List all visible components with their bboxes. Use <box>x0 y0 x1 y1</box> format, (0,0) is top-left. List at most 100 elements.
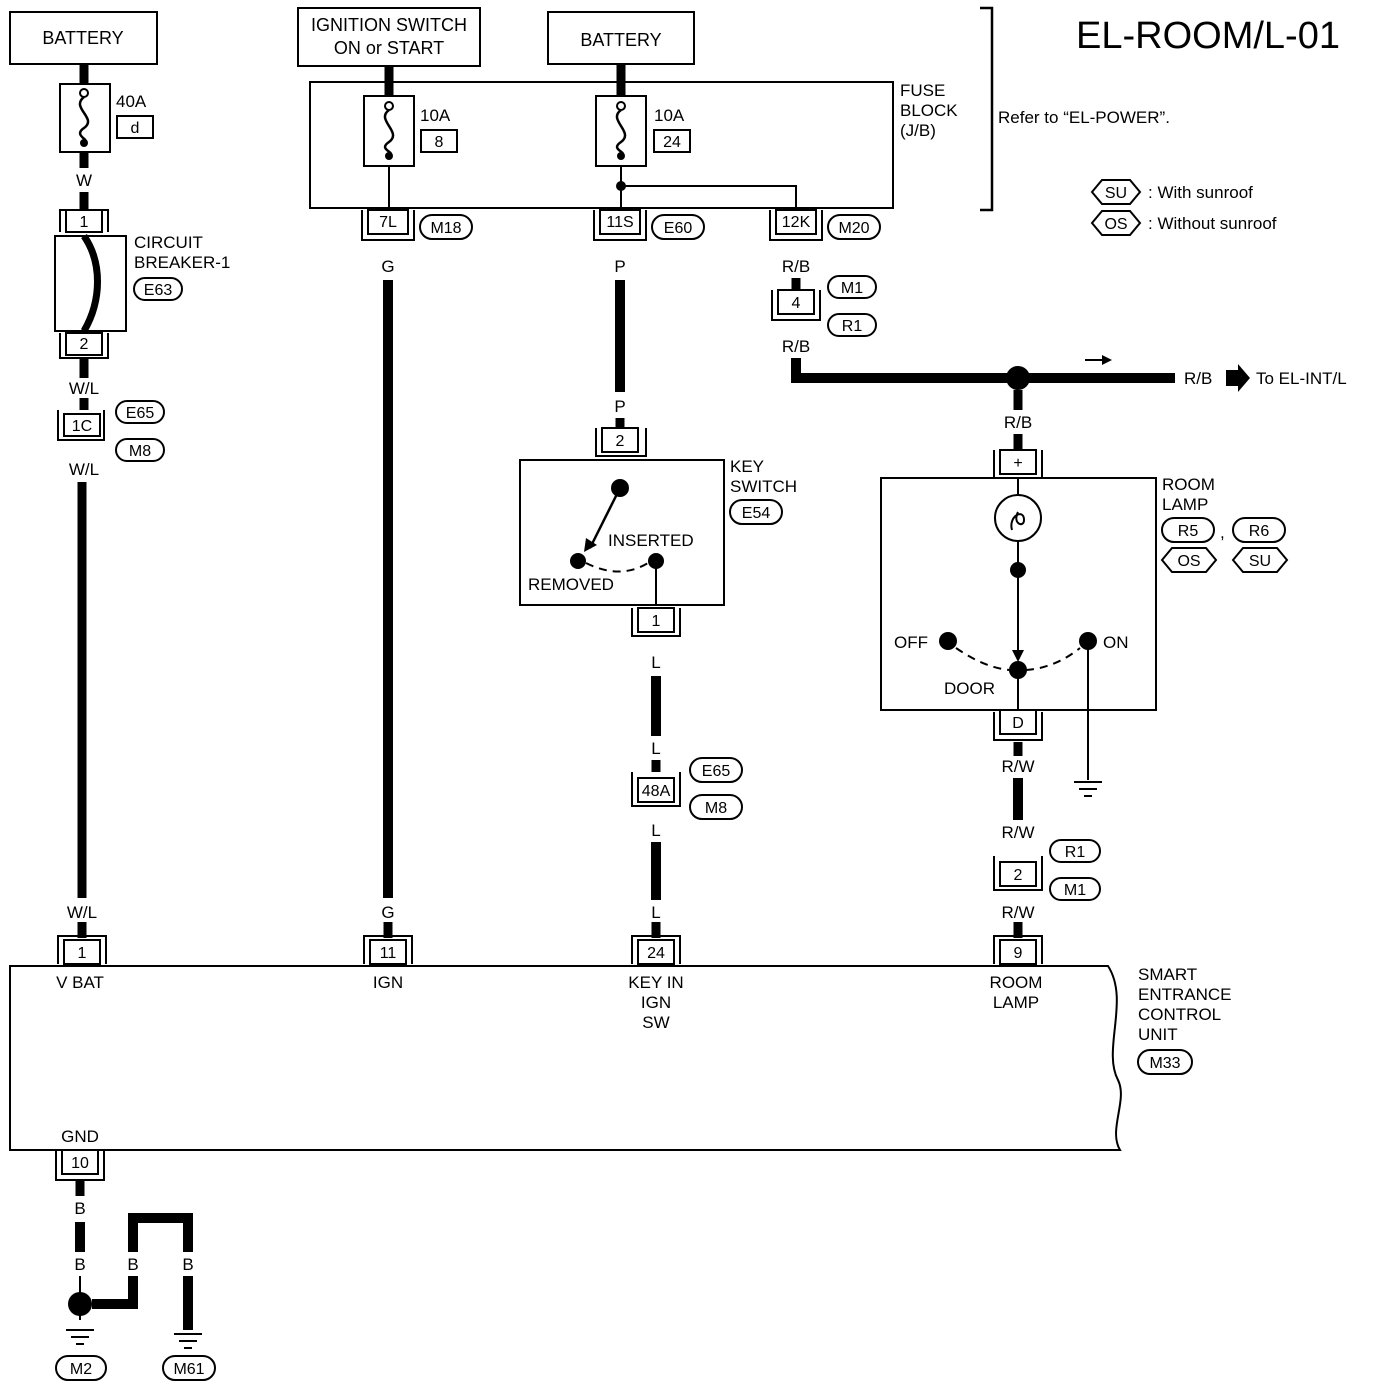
legend-su-code: SU <box>1105 185 1127 202</box>
cb-pin-bottom: 2 <box>80 336 89 353</box>
fuse-block-label-2: BLOCK <box>900 101 958 120</box>
key-switch <box>519 427 725 637</box>
c48a-conn-b: M8 <box>705 800 727 817</box>
ignition-switch-label-2: ON or START <box>334 38 444 58</box>
connector-7l <box>361 209 415 241</box>
c48a-conn-b-oval <box>689 794 743 820</box>
unit-pin-ign <box>363 922 413 965</box>
key-switch-conn: E54 <box>742 505 771 522</box>
unit-pin-keyin-label-1: KEY IN <box>628 973 683 992</box>
room-lamp-sep: , <box>1220 523 1225 542</box>
unit-pin-keyin-label-2: IGN <box>641 993 671 1012</box>
room-lamp-conn2-oval <box>1232 517 1286 543</box>
connector-12k-pin: 12K <box>782 214 811 231</box>
connector-48a <box>631 760 681 807</box>
wire-wl-3: W/L <box>67 903 97 922</box>
connector-4-pin: 4 <box>792 295 801 312</box>
splice-gnd <box>68 1292 92 1316</box>
connector-2 <box>993 856 1043 891</box>
unit-pin-keyin <box>631 922 681 965</box>
connector-11s <box>593 209 647 241</box>
wire-rb-3: R/B <box>1184 369 1212 388</box>
room-lamp-door: DOOR <box>944 679 995 698</box>
to-int-arrow-icon <box>1226 364 1250 392</box>
wire-p-2: P <box>614 397 625 416</box>
wire-b-1: B <box>74 1199 85 1218</box>
c48a-conn-a-oval <box>689 757 743 783</box>
connector-48a-pin: 48A <box>642 783 671 800</box>
cb-pin-top: 1 <box>80 214 89 231</box>
wire-l-4: L <box>651 903 660 922</box>
main-fuse-id: d <box>131 120 140 137</box>
legend-os: OS : Without sunroof <box>1090 210 1277 236</box>
cb-label-2: BREAKER-1 <box>134 253 230 272</box>
jb-11s-conn-oval <box>651 214 705 240</box>
jb-7l-conn: M18 <box>430 220 461 237</box>
fuse-24-id-box <box>653 129 691 153</box>
wire-rb-4: R/B <box>1004 413 1032 432</box>
c48a-conn-a: E65 <box>702 763 731 780</box>
jb-11s-conn: E60 <box>664 220 693 237</box>
connector-2-pin: 2 <box>1014 867 1023 884</box>
c2-conn-a-oval <box>1049 839 1101 863</box>
fuse-8-id: 8 <box>435 134 444 151</box>
cb-conn: E63 <box>144 282 173 299</box>
key-switch-pin-bottom: 1 <box>652 613 661 630</box>
connector-4 <box>771 289 821 321</box>
unit-pin-keyin-num: 24 <box>647 945 665 962</box>
wire-b-loop <box>128 1213 193 1252</box>
legend-su: SU : With sunroof <box>1090 179 1253 205</box>
ground-m2-icon <box>66 1329 94 1345</box>
cb-label-1: CIRCUIT <box>134 233 203 252</box>
key-switch-removed: REMOVED <box>528 575 614 594</box>
ground-m61-icon <box>174 1333 202 1349</box>
room-lamp-tag1-shape <box>1160 547 1218 573</box>
room-lamp-conn2: R6 <box>1249 523 1270 540</box>
unit-label-2: ENTRANCE <box>1138 985 1232 1004</box>
fuse-24-id: 24 <box>663 134 681 151</box>
room-lamp-label-2: LAMP <box>1162 495 1208 514</box>
wire-g-1: G <box>381 257 394 276</box>
unit-label-3: CONTROL <box>1138 1005 1221 1024</box>
wire-rw-3: R/W <box>1001 903 1034 922</box>
c1c-conn-b-oval <box>115 438 165 462</box>
legend-os-code: OS <box>1104 216 1127 233</box>
c1c-conn-a-oval <box>115 400 165 424</box>
key-switch-label-2: SWITCH <box>730 477 797 496</box>
cb-conn-oval <box>133 277 183 301</box>
unit-body <box>9 965 1122 1151</box>
connector-1c <box>57 398 105 441</box>
wire-b-4: B <box>182 1255 193 1274</box>
connector-12k <box>769 209 823 241</box>
unit-pin-gnd <box>55 1149 105 1181</box>
unit-conn: M33 <box>1149 1055 1180 1072</box>
wire-rb-1: R/B <box>782 257 810 276</box>
unit-pin-roomlamp-label-2: LAMP <box>993 993 1039 1012</box>
fuse-8-rating: 10A <box>420 106 451 125</box>
unit-label-1: SMART <box>1138 965 1197 984</box>
key-switch-label-1: KEY <box>730 457 764 476</box>
c4-conn-a: M1 <box>841 280 863 297</box>
c1c-conn-b: M8 <box>129 443 151 460</box>
unit-pin-vbat-num: 1 <box>78 945 87 962</box>
unit-pin-ign-label: IGN <box>373 973 403 992</box>
c1c-conn-a: E65 <box>126 405 155 422</box>
diagram-title: EL-ROOM/L-01 <box>1076 15 1340 57</box>
unit-pin-roomlamp <box>993 922 1043 965</box>
wire-rb-horizontal <box>791 358 1175 383</box>
wire-l-2: L <box>651 739 660 758</box>
wire-rb-2: R/B <box>782 337 810 356</box>
c4-conn-a-oval <box>827 275 877 299</box>
fuse-8-id-box <box>420 129 458 153</box>
legend-su-text: : With sunroof <box>1148 183 1253 202</box>
room-lamp-tag1: OS <box>1177 553 1200 570</box>
fuse-24-rating: 10A <box>654 106 685 125</box>
ground-m2: M2 <box>70 1361 92 1378</box>
jb-12k-conn: M20 <box>838 220 869 237</box>
ground-m61: M61 <box>173 1361 204 1378</box>
room-lamp-conn1-oval <box>1161 517 1215 543</box>
unit-gnd-label: GND <box>61 1127 99 1146</box>
battery-left-box <box>9 11 158 65</box>
ground-m61-oval <box>162 1355 216 1381</box>
key-switch-pin-top: 2 <box>616 433 625 450</box>
